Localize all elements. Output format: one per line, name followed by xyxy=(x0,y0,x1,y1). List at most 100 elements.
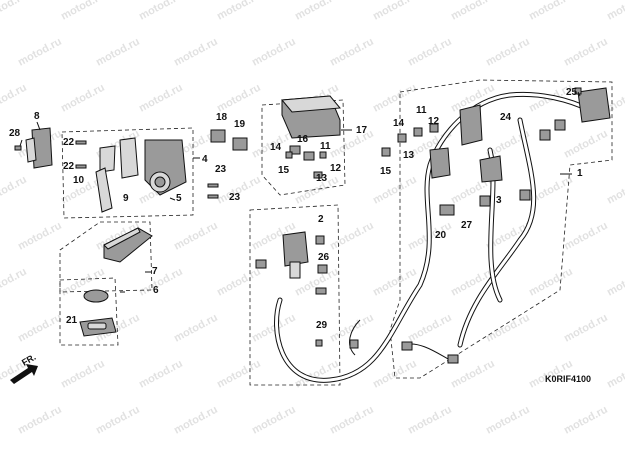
callout-17: 17 xyxy=(356,125,368,136)
watermark-text: motod.ru xyxy=(59,358,107,391)
front-arrow xyxy=(10,364,38,384)
watermark-text: motod.ru xyxy=(293,0,341,23)
callout-23: 23 xyxy=(229,192,241,203)
watermark-text: motod.ru xyxy=(371,174,419,207)
watermark-text: motod.ru xyxy=(605,0,625,23)
callout-15: 15 xyxy=(278,165,290,176)
callout-29: 29 xyxy=(316,320,328,331)
callout-19: 19 xyxy=(234,119,246,130)
watermark-text: motod.ru xyxy=(605,358,625,391)
watermark-text: motod.ru xyxy=(215,82,263,115)
watermark-text: motod.ru xyxy=(484,404,532,437)
watermark-text: motod.ru xyxy=(328,220,376,253)
callout-10: 10 xyxy=(73,175,85,186)
bracket-part xyxy=(14,127,53,169)
watermark-text: motod.ru xyxy=(94,36,142,69)
watermark-text: motod.ru xyxy=(605,174,625,207)
watermark-text: motod.ru xyxy=(371,0,419,23)
callout-6: 6 xyxy=(153,285,159,296)
callout-4: 4 xyxy=(202,154,208,165)
frame-sub-harness xyxy=(249,204,341,386)
watermark-text: motod.ru xyxy=(137,266,185,299)
watermark-text: motod.ru xyxy=(172,36,220,69)
watermark-text: motod.ru xyxy=(562,312,610,345)
callout-23: 23 xyxy=(215,164,227,175)
watermark-text: motod.ru xyxy=(94,404,142,437)
watermark-text: motod.ru xyxy=(215,0,263,23)
callout-15: 15 xyxy=(380,166,392,177)
callout-5: 5 xyxy=(176,193,182,204)
callout-1: 1 xyxy=(577,168,583,179)
watermark-text: motod.ru xyxy=(59,82,107,115)
main-wire-harness xyxy=(274,87,611,383)
frame-fuse-box xyxy=(261,99,346,196)
watermark-text: motod.ru xyxy=(172,404,220,437)
watermark-text: motod.ru xyxy=(527,266,575,299)
relays xyxy=(210,129,248,151)
watermark-text: motod.ru xyxy=(16,36,64,69)
callout-20: 20 xyxy=(435,230,447,241)
watermark-text: motod.ru xyxy=(0,174,29,207)
callout-26: 26 xyxy=(318,252,330,263)
watermark-text: motod.ru xyxy=(406,312,454,345)
watermark-text: motod.ru xyxy=(215,266,263,299)
watermark-text: motod.ru xyxy=(562,404,610,437)
watermark-text: motod.ru xyxy=(0,82,29,115)
diagram-code: K0RIF4100 xyxy=(545,374,591,384)
leader-lines xyxy=(19,91,581,293)
callout-labels: 1234567891011111212131314141515161718192… xyxy=(9,87,583,331)
watermark-text: motod.ru xyxy=(406,36,454,69)
watermark-text: motod.ru xyxy=(250,404,298,437)
watermark-text: motod.ru xyxy=(484,36,532,69)
callout-2: 2 xyxy=(318,214,324,225)
frame-smart-key xyxy=(59,221,153,293)
callout-21: 21 xyxy=(66,315,78,326)
watermark-text: motod.ru xyxy=(137,82,185,115)
watermark-text: motod.ru xyxy=(172,220,220,253)
watermark-text: motod.ru xyxy=(172,312,220,345)
callout-11: 11 xyxy=(416,105,427,116)
watermark-text: motod.ru xyxy=(484,312,532,345)
watermark-text: motod.ru xyxy=(59,0,107,23)
watermark-text: motod.ru xyxy=(215,358,263,391)
callout-27: 27 xyxy=(461,220,473,231)
callout-13: 13 xyxy=(316,173,328,184)
fuse-box xyxy=(281,95,341,179)
callout-3: 3 xyxy=(496,195,502,206)
watermark-text: motod.ru xyxy=(527,0,575,23)
callout-11: 11 xyxy=(320,141,331,152)
front-marker-label: FR. xyxy=(20,352,38,368)
watermark-text: motod.ru xyxy=(0,0,29,23)
callout-25: 25 xyxy=(566,87,578,98)
watermark-text: motod.ru xyxy=(250,312,298,345)
group-frames xyxy=(59,79,613,386)
callout-14: 14 xyxy=(393,118,405,129)
watermark-text: motod.ru xyxy=(16,312,64,345)
frame-key-fob xyxy=(59,277,119,346)
watermark-text: motod.ru xyxy=(449,0,497,23)
watermark-text: motod.ru xyxy=(328,36,376,69)
watermark-text: motod.ru xyxy=(562,220,610,253)
callout-22: 22 xyxy=(63,161,75,172)
callout-12: 12 xyxy=(428,116,440,127)
callout-12: 12 xyxy=(330,163,342,174)
sub-harness xyxy=(255,231,328,347)
watermark-text: motod.ru xyxy=(16,404,64,437)
watermark-text: motod.ru xyxy=(371,82,419,115)
callout-7: 7 xyxy=(152,266,158,277)
watermark-text: motod.ru xyxy=(562,36,610,69)
key-fob xyxy=(79,289,117,337)
smart-key-unit xyxy=(103,227,153,263)
frame-main-harness xyxy=(389,79,613,379)
watermark-text: motod.ru xyxy=(137,358,185,391)
frame-ignition-switch xyxy=(61,127,194,219)
callout-24: 24 xyxy=(500,112,512,123)
callout-14: 14 xyxy=(270,142,282,153)
watermark-text: motod.ru xyxy=(137,0,185,23)
callout-13: 13 xyxy=(403,150,415,161)
callout-22: 22 xyxy=(63,137,75,148)
watermark-text: motod.ru xyxy=(605,266,625,299)
ignition-switch-assembly xyxy=(75,137,219,213)
